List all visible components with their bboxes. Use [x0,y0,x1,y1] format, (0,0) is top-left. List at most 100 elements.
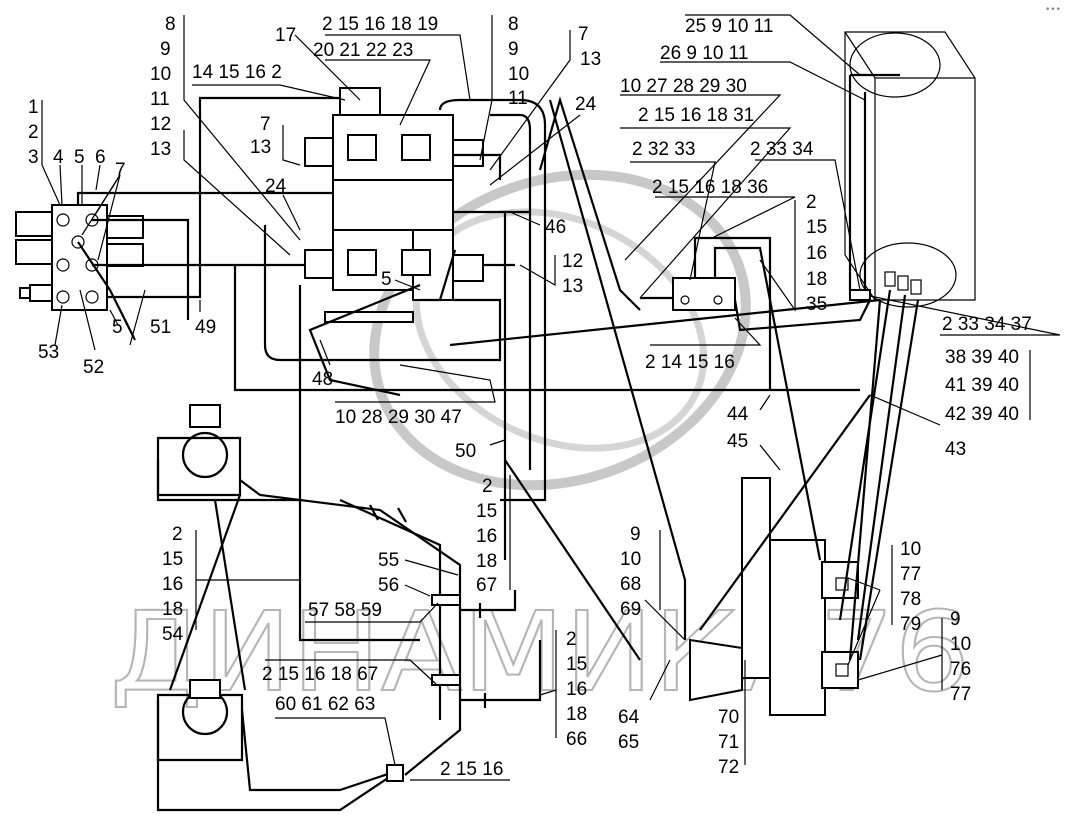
callout: 38 39 40 [945,347,1019,368]
callout: 2 15 16 18 31 [638,105,754,126]
callout: 9 [508,39,519,60]
callout: 69 [620,599,641,620]
callout: 35 [806,294,827,315]
callout: 15 [476,501,497,522]
oil-cooler [844,31,976,308]
pump-block [672,277,736,311]
callout: 45 [727,431,748,452]
hydraulic-lines [76,73,920,812]
callout: 68 [620,574,641,595]
callout: 5 [381,269,392,290]
callout: 56 [378,575,399,596]
callout: 2 15 16 18 36 [652,177,768,198]
label-leaders [41,14,1061,781]
callout: 70 [718,707,739,728]
callout: 18 [476,551,497,572]
corner-mark: ••• [1045,5,1061,15]
callout: 15 [566,654,587,675]
callout: 65 [618,732,639,753]
callout: 10 [950,634,971,655]
callout: 7 [115,160,126,181]
callout: 13 [250,137,271,158]
callout: 3 [28,147,39,168]
callout: 53 [38,342,59,363]
callout: 15 [162,549,183,570]
callout: 25 9 10 11 [685,16,773,37]
callout: 9 [160,39,171,60]
hydraulic-motor [689,477,859,716]
callout: 67 [476,575,497,596]
callout: 13 [150,139,171,160]
callout: 2 15 16 [440,759,503,780]
callout: 2 32 33 [632,139,695,160]
callout: 2 [566,629,577,650]
callout: 2 [482,476,493,497]
callout: 18 [566,704,587,725]
callout: 2 [172,524,183,545]
cylinder-top [156,404,242,497]
callout: 77 [900,564,921,585]
cylinder-bottom [156,679,244,762]
callout: 2 33 34 37 [942,314,1032,335]
callout: 2 15 16 18 19 [322,14,438,35]
callout: 79 [900,614,921,635]
callout: 43 [945,439,966,460]
line-couplings [369,289,871,782]
callout: 50 [455,441,476,462]
callout: 76 [950,659,971,680]
callout: 16 [476,526,497,547]
callout: 49 [195,317,216,338]
callout: 13 [580,49,601,70]
callout: 4 [53,147,64,168]
callout: 2 [806,192,817,213]
callout: 77 [950,684,971,705]
callout: 2 15 16 18 67 [262,664,378,685]
callout: 10 28 29 30 47 [335,407,462,428]
callout: 24 [265,176,287,197]
callout-labels: 1 2 3 4 5 6 7 5 51 49 53 52 8 9 10 11 12… [28,14,1032,780]
callout: 54 [162,624,184,645]
control-valve-block [15,204,144,311]
callout: 72 [718,757,739,778]
callout: 12 [150,114,171,135]
callout: 66 [566,729,587,750]
callout: 10 [508,64,529,85]
watermark-swirl [369,169,751,491]
callout: 10 [620,549,641,570]
callout: 57 58 59 [308,600,382,621]
callout: 55 [378,550,399,571]
callout: 26 9 10 11 [660,43,748,64]
callout: 7 [578,24,589,45]
callout: 16 [806,243,827,264]
callout: 20 21 22 23 [313,40,413,61]
callout: 24 [575,94,597,115]
callout: 5 [74,147,85,168]
callout: 60 61 62 63 [275,694,375,715]
callout: 64 [618,707,640,728]
callout: 16 [566,679,587,700]
callout: 41 39 40 [945,375,1019,396]
callout: 6 [95,147,106,168]
callout: 17 [275,25,296,46]
callout: 10 27 28 29 30 [620,76,747,97]
callout: 10 [900,539,921,560]
callout: 11 [150,89,170,110]
callout: 9 [950,609,961,630]
callout: 9 [630,524,641,545]
callout: 46 [545,217,566,238]
callout: 8 [165,14,176,35]
callout: 2 [28,122,39,143]
callout: 16 [162,574,183,595]
callout: 78 [900,589,921,610]
callout: 1 [28,97,39,118]
callout: 14 15 16 2 [192,62,282,83]
callout: 51 [150,317,171,338]
callout: 8 [508,14,519,35]
callout: 48 [312,369,333,390]
callout: 2 33 34 [750,139,814,160]
callout: 52 [83,357,104,378]
callout: 10 [150,64,171,85]
callout: 15 [806,217,827,238]
